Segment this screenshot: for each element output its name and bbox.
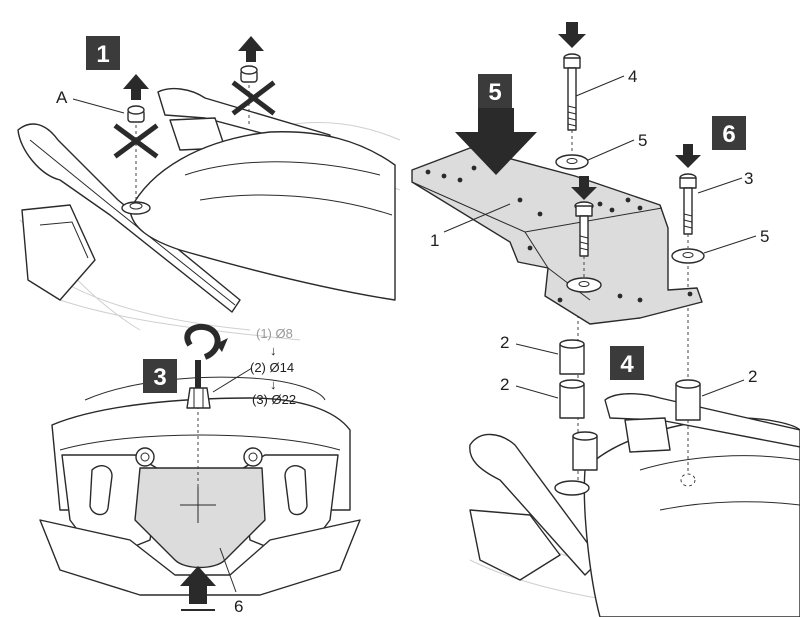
- screw-a: [127, 105, 145, 200]
- washer-top: [555, 154, 589, 170]
- step-badge-5: [478, 74, 512, 108]
- rotation-arrow-icon: [184, 323, 221, 360]
- under-tail-plate: [134, 467, 266, 569]
- callout-5-right: 5: [760, 227, 769, 246]
- screw-right: [240, 65, 258, 125]
- big-down-arrow-icon: [455, 108, 537, 175]
- long-bolt: [563, 53, 581, 152]
- callout-4: 4: [628, 67, 637, 86]
- down-arrow-icon: [571, 176, 597, 200]
- drill-target-icon: [180, 487, 216, 523]
- up-arrow-icon: [180, 566, 216, 604]
- remove-x-icon: [231, 80, 276, 116]
- callout-3: 3: [744, 169, 753, 188]
- step-badge-6: [712, 116, 746, 150]
- remove-x-icon: [113, 123, 159, 159]
- step-badge-3: [143, 359, 177, 393]
- bolt-3: [679, 173, 697, 248]
- drill-size-3: (3) Ø22: [252, 392, 296, 407]
- down-arrow-icon: [558, 22, 586, 48]
- spacer: [675, 379, 701, 421]
- callout-1: 1: [430, 231, 439, 250]
- panel-step-3: (1) Ø8 ↓ (2) Ø14 ↓ (3) Ø22 6 3: [39, 323, 361, 616]
- panel-step-4-5-6: 4 5 3 5 1 2 2 2 5 6 4: [411, 22, 800, 617]
- seat: [129, 131, 396, 301]
- down-arrow-icon: ↓: [270, 343, 277, 358]
- callout-2-c: 2: [748, 367, 757, 386]
- step-number: 1: [96, 41, 109, 68]
- step-badge-1: [86, 36, 120, 70]
- drill-size-1: (1) Ø8: [256, 326, 293, 341]
- step-number: 3: [153, 364, 166, 391]
- up-arrow-icon: [238, 36, 264, 62]
- down-arrow-icon: [675, 144, 701, 168]
- step-number: 5: [488, 79, 501, 106]
- spacer: [559, 379, 585, 419]
- seat-right: [583, 417, 800, 617]
- washer-lower: [566, 277, 602, 293]
- drill-bit-icon: [186, 360, 211, 409]
- callout-5-top: 5: [638, 131, 647, 150]
- step-number: 4: [620, 351, 634, 378]
- spacer: [572, 431, 598, 471]
- panel-step-1: A 1: [17, 36, 401, 341]
- callout-a: A: [56, 88, 68, 107]
- center-bolt: [574, 201, 594, 278]
- drill-size-2: (2) Ø14: [250, 360, 294, 375]
- step-badge-4: [610, 346, 644, 380]
- mounting-plate: [411, 147, 703, 325]
- callout-2-a: 2: [500, 333, 509, 352]
- spacer: [559, 339, 585, 375]
- plate-holes: [425, 165, 693, 303]
- washer-right: [671, 248, 705, 264]
- callout-6: 6: [234, 597, 243, 616]
- callout-2-b: 2: [500, 375, 509, 394]
- down-arrow-icon: ↓: [270, 377, 277, 392]
- up-arrow-icon: [123, 74, 149, 100]
- step-number: 6: [722, 121, 735, 148]
